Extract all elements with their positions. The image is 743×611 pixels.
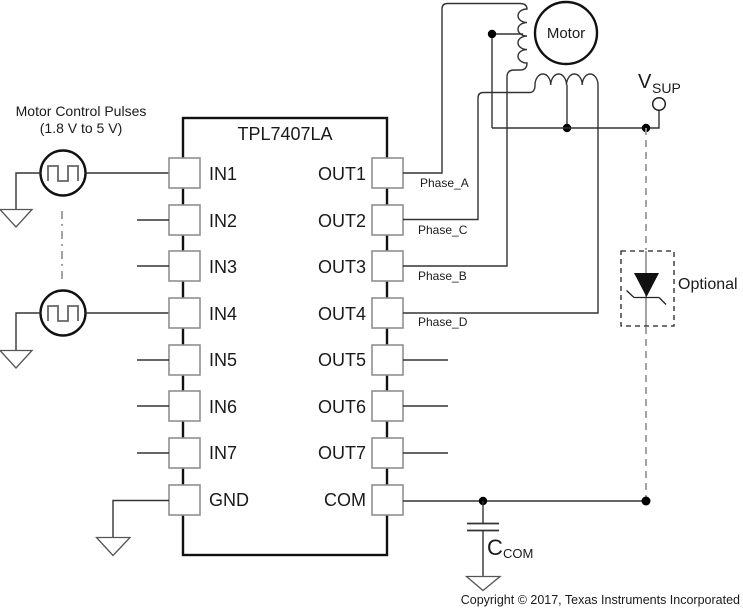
vsup-terminal-icon [651, 96, 667, 112]
vsup-label-sub: SUP [652, 80, 681, 96]
pin-label-in2: IN2 [209, 211, 237, 231]
copyright-text: Copyright © 2017, Texas Instruments Inco… [461, 593, 740, 607]
winding-vertical-phase-a-b [403, 2, 528, 267]
ic-title: TPL7407LA [237, 124, 332, 144]
wire-vsup [492, 110, 660, 129]
pin-box-out3 [371, 250, 404, 282]
wire-gnd [112, 499, 169, 537]
pin-box-gnd [168, 484, 201, 516]
ccom-label-sub: COM [503, 546, 533, 561]
winding-horizontal-phase-c-d [403, 73, 599, 314]
pin-label-out3: OUT3 [318, 257, 366, 277]
vsup-rail: V SUP [492, 71, 681, 133]
pin-label-out2: OUT2 [318, 211, 366, 231]
junction-dot [487, 29, 497, 39]
gnd-connection [95, 499, 169, 557]
pin-box-in2 [168, 204, 201, 236]
pin-label-out1: OUT1 [318, 164, 366, 184]
ccom-label: C [487, 535, 503, 560]
pin-label-in6: IN6 [209, 397, 237, 417]
motor-control-pulses-caption: Motor Control Pulses (1.8 V to 5 V) [16, 103, 147, 136]
phase-a-label: Phase_A [420, 176, 469, 190]
phase-b-label: Phase_B [418, 269, 467, 283]
ic-left-pins: IN1 IN2 IN3 IN4 IN5 IN6 IN7 GND [137, 157, 249, 516]
pulses-caption-line1: Motor Control Pulses [16, 103, 147, 119]
ic-tpl7407la: TPL7407LA [181, 116, 389, 557]
phase-d-label: Phase_D [418, 315, 468, 329]
pin-label-out6: OUT6 [318, 397, 366, 417]
motor-label: Motor [547, 25, 585, 42]
pin-box-out7 [371, 437, 404, 469]
pin-label-out5: OUT5 [318, 350, 366, 370]
pin-label-out7: OUT7 [318, 443, 366, 463]
motor-windings [403, 2, 599, 314]
pin-label-gnd: GND [209, 490, 249, 510]
pin-box-out2 [371, 204, 404, 236]
tvs-diode-icon [634, 273, 659, 297]
ground-icon-ccom [464, 575, 502, 592]
pin-label-in3: IN3 [209, 257, 237, 277]
pin-box-in4 [168, 297, 201, 329]
phase-labels: Phase_A Phase_C Phase_B Phase_D [418, 176, 469, 329]
optional-label: Optional [678, 276, 738, 293]
pulses-caption-line2: (1.8 V to 5 V) [40, 120, 122, 136]
motor-circle [533, 0, 599, 66]
junction-dot [641, 496, 651, 506]
pin-label-com: COM [324, 490, 366, 510]
phase-c-label: Phase_C [418, 223, 468, 237]
tvs-cathode-bar [626, 290, 667, 305]
pin-box-in6 [168, 390, 201, 422]
pin-label-out4: OUT4 [318, 304, 366, 324]
pin-label-in5: IN5 [209, 350, 237, 370]
pin-box-out1 [371, 157, 404, 189]
ic-body [181, 116, 389, 557]
pin-label-in1: IN1 [209, 164, 237, 184]
pin-label-in4: IN4 [209, 304, 237, 324]
pin-box-in5 [168, 344, 201, 376]
pin-label-in7: IN7 [209, 443, 237, 463]
capacitor-icon [467, 522, 499, 532]
pulse-source-1 [0, 149, 169, 228]
pin-box-out5 [371, 344, 404, 376]
pin-box-in7 [168, 437, 201, 469]
wire-source1-gnd [15, 172, 41, 209]
ground-icon-gnd-pin [95, 536, 132, 557]
square-wave-icon [47, 165, 79, 182]
vsup-label: V [638, 71, 652, 93]
ground-icon-source1 [0, 208, 34, 228]
wire-source2-gnd [15, 312, 41, 350]
square-wave-icon [47, 305, 79, 322]
optional-tvs-branch: Optional [620, 128, 738, 501]
com-rail: C COM [403, 496, 651, 592]
pin-box-in3 [168, 250, 201, 282]
ground-icon-source2 [0, 349, 34, 369]
optional-dashed-box [620, 250, 675, 327]
pin-box-out4 [371, 297, 404, 329]
pin-box-com [371, 484, 404, 516]
pin-box-in1 [168, 157, 201, 189]
motor: Motor [533, 0, 599, 66]
pulse-source-2 [0, 289, 169, 369]
ic-right-pins: OUT1 OUT2 OUT3 OUT4 OUT5 OUT6 OUT7 COM [318, 157, 448, 516]
pin-box-out6 [371, 390, 404, 422]
